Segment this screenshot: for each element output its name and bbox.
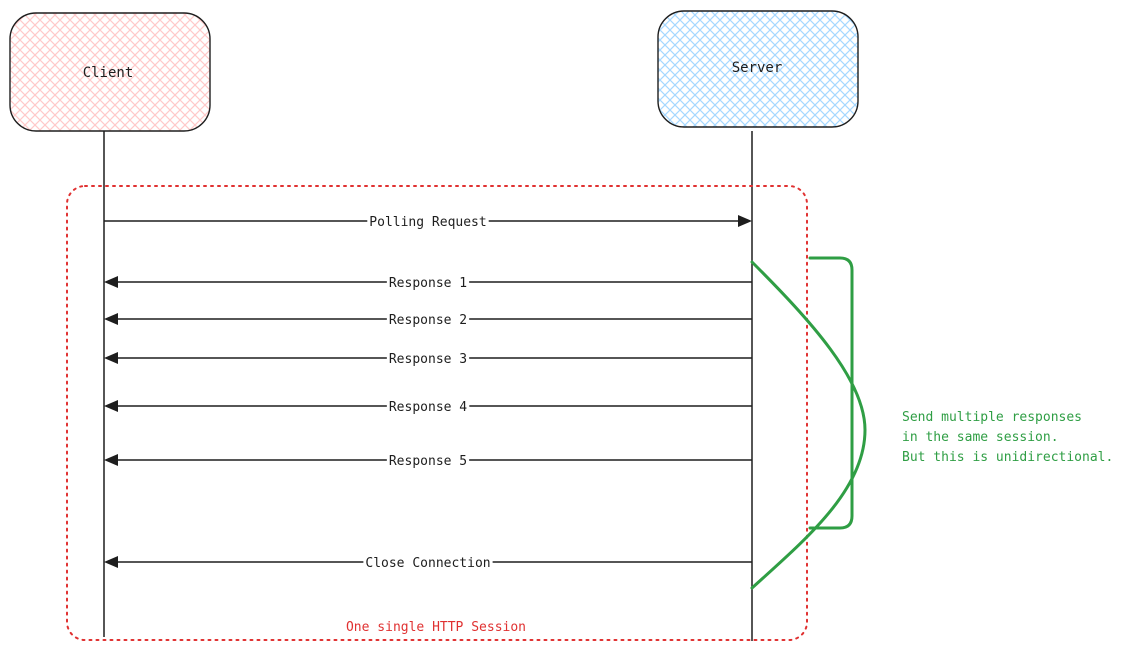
arrowhead-icon xyxy=(104,556,118,568)
message-arrow: Close Connection xyxy=(104,556,752,571)
message-label: Response 4 xyxy=(389,400,467,415)
participant-server: Server xyxy=(657,10,859,128)
message-label: Response 1 xyxy=(389,276,467,291)
session-frame xyxy=(66,185,808,641)
arrowhead-icon xyxy=(738,215,752,227)
server-box xyxy=(657,10,859,128)
message-arrow: Polling Request xyxy=(104,215,752,230)
message-label-background xyxy=(386,313,470,328)
arrowhead-icon xyxy=(104,400,118,412)
message-arrow: Response 3 xyxy=(104,352,752,367)
participant-client: Client xyxy=(9,12,211,132)
message-label-background xyxy=(386,276,470,291)
client-label: Client xyxy=(83,65,134,81)
message-label: Response 3 xyxy=(389,352,467,367)
message-arrow: Response 5 xyxy=(104,454,752,469)
arrowhead-icon xyxy=(104,313,118,325)
message-arrow: Response 4 xyxy=(104,400,752,415)
message-label: Close Connection xyxy=(365,556,490,571)
message-label: Response 2 xyxy=(389,313,467,328)
message-label: Polling Request xyxy=(369,215,486,230)
annotation-line-1: Send multiple responses xyxy=(902,410,1082,425)
annotation-line-3: But this is unidirectional. xyxy=(902,450,1113,465)
arrowhead-icon xyxy=(104,276,118,288)
annotation-line-2: in the same session. xyxy=(902,430,1059,445)
message-label: Response 5 xyxy=(389,454,467,469)
arrowhead-icon xyxy=(104,454,118,466)
session-label: One single HTTP Session xyxy=(346,620,526,635)
server-label: Server xyxy=(732,60,783,76)
message-arrow: Response 1 xyxy=(104,276,752,291)
message-label-background xyxy=(386,454,470,469)
annotation-bracket xyxy=(808,256,854,530)
annotation-text: Send multiple responses in the same sess… xyxy=(902,410,1113,465)
message-label-background xyxy=(386,352,470,367)
client-box xyxy=(9,12,211,132)
message-label-background xyxy=(367,215,489,230)
arrowhead-icon xyxy=(104,352,118,364)
annotation-curve xyxy=(750,260,867,590)
message-label-background xyxy=(386,400,470,415)
message-arrow: Response 2 xyxy=(104,313,752,328)
message-label-background xyxy=(363,556,493,571)
